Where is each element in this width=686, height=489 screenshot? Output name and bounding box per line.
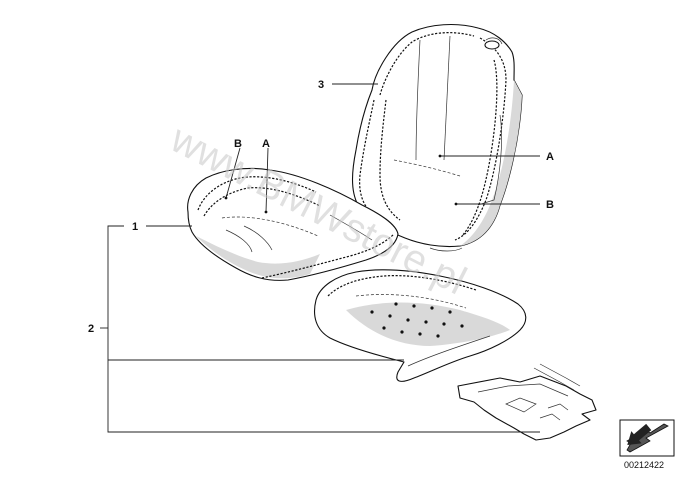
label-cushion-B: B <box>234 138 242 150</box>
flat-insert <box>457 363 597 441</box>
label-backrest-A: A <box>546 151 554 163</box>
label-part-3: 3 <box>318 79 324 91</box>
label-part-1: 1 <box>132 221 138 233</box>
label-backrest-B: B <box>546 199 554 211</box>
diagram-code: 00212422 <box>624 460 664 470</box>
leader-lines <box>100 83 540 433</box>
arrow-view-icon <box>619 419 675 457</box>
label-part-2: 2 <box>88 323 94 335</box>
label-cushion-A: A <box>262 138 270 150</box>
backrest-cover <box>351 24 523 252</box>
pad-holes <box>370 302 464 338</box>
seat-pad <box>313 269 527 382</box>
seat-cushion-cover <box>187 167 399 281</box>
